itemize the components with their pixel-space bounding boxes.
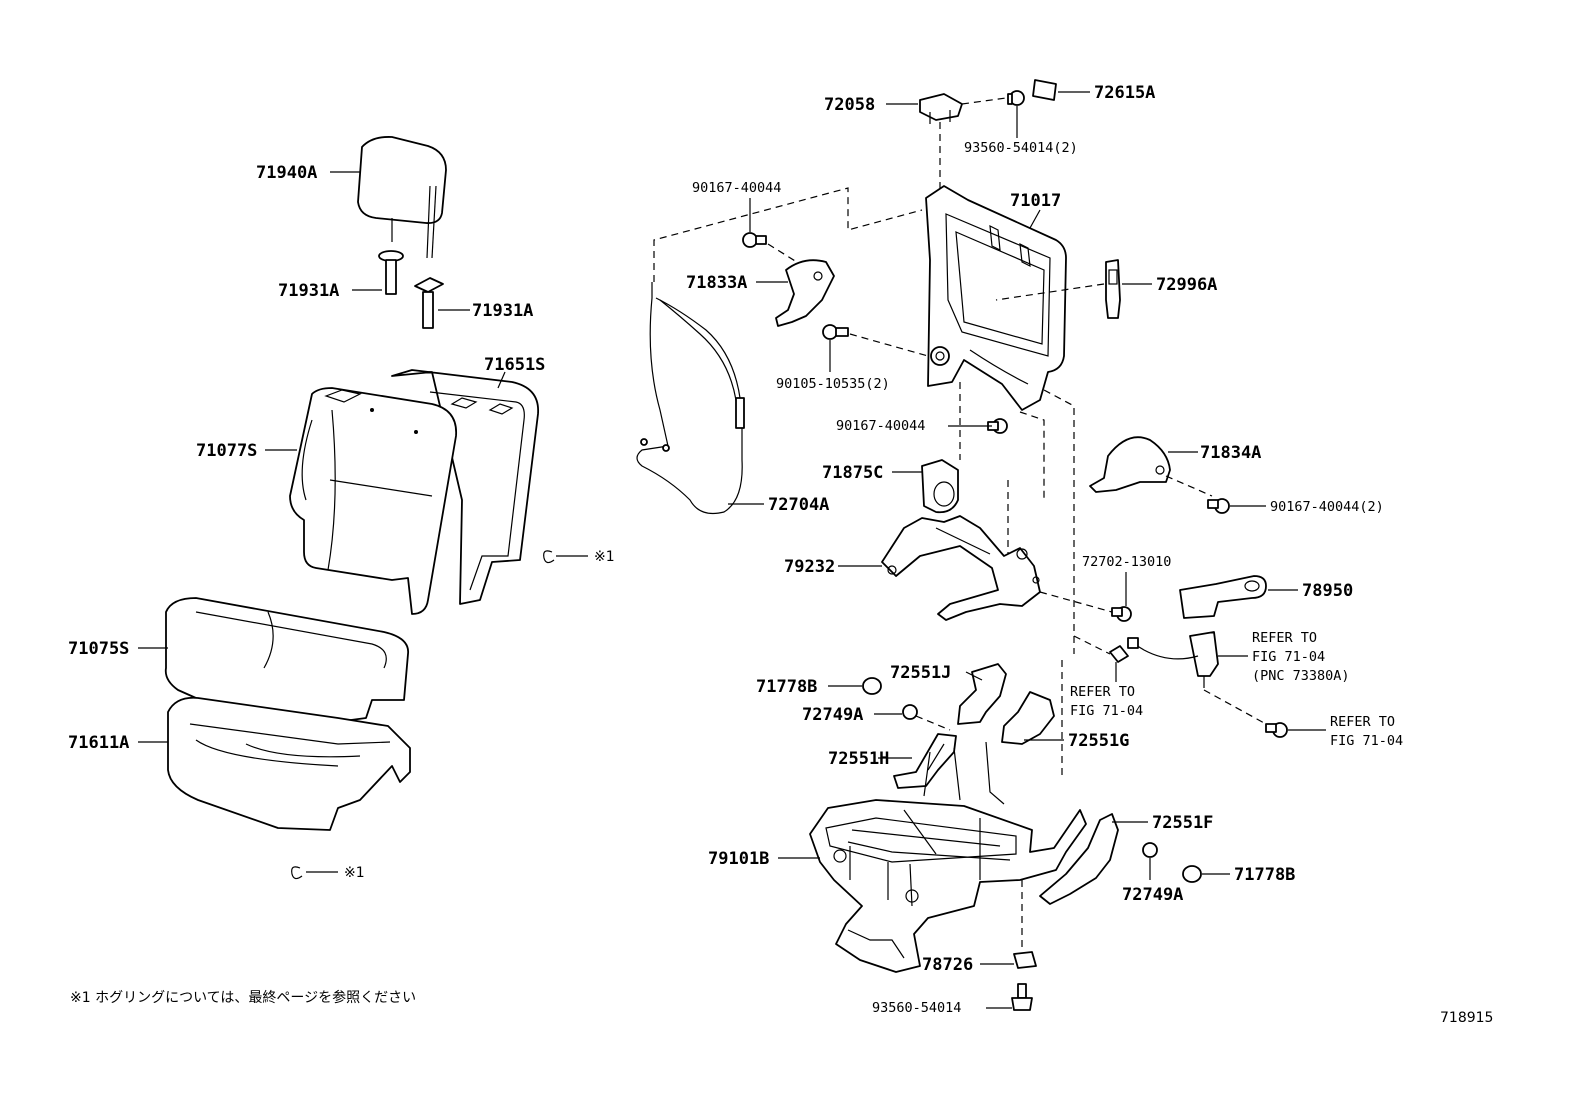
hinge-cover-71875c bbox=[921, 459, 959, 514]
label-72704a: 72704A bbox=[768, 495, 829, 515]
label-71834a: 71834A bbox=[1200, 443, 1261, 463]
screw-90167-40044-b bbox=[987, 418, 1008, 434]
release-cable-72704a bbox=[636, 282, 745, 515]
label-71833a: 71833A bbox=[686, 273, 747, 293]
leader-71017 bbox=[1029, 209, 1041, 229]
strap-78950 bbox=[1179, 575, 1267, 619]
nut-72749a-right bbox=[1142, 842, 1158, 858]
label-72551j: 72551J bbox=[890, 663, 951, 683]
label-79101b: 79101B bbox=[708, 849, 769, 869]
label-90167-40044-2: 90167-40044(2) bbox=[1270, 499, 1384, 515]
hog-ring-mark-2 bbox=[291, 866, 338, 880]
label-72996a: 72996A bbox=[1156, 275, 1217, 295]
label-72702-13010: 72702-13010 bbox=[1082, 554, 1171, 570]
cover-71834a bbox=[1089, 436, 1171, 493]
refer-note-2: REFER TO FIG 71-04 bbox=[1070, 684, 1143, 719]
label-71017: 71017 bbox=[1010, 191, 1061, 211]
seat-belt-buckle bbox=[1127, 631, 1219, 688]
label-71075s: 71075S bbox=[68, 639, 129, 659]
shield-72551j bbox=[957, 663, 1007, 725]
recliner-bracket-79232 bbox=[881, 515, 1041, 621]
latch-72996a bbox=[1105, 259, 1121, 319]
label-72551f: 72551F bbox=[1152, 813, 1213, 833]
label-71611a: 71611A bbox=[68, 733, 129, 753]
bolt-72702-13010 bbox=[1111, 606, 1132, 622]
hog-ring-mark-1 bbox=[543, 550, 588, 564]
seat-cushion-pad-71611a bbox=[167, 696, 411, 831]
refer-note-3: REFER TO FIG 71-04 bbox=[1330, 714, 1403, 749]
seat-cushion-cover-71075s bbox=[164, 597, 409, 731]
bolt-93560-54014-2 bbox=[1007, 90, 1025, 106]
bolt-93560-54014 bbox=[1011, 983, 1033, 1011]
label-72749a-2: 72749A bbox=[1122, 885, 1183, 905]
washer bbox=[1109, 645, 1129, 663]
label-71077s: 71077S bbox=[196, 441, 257, 461]
footnote: ※1 ホグリングについては、最終ページを参照ください bbox=[70, 989, 416, 1006]
refer-note-3-line-1: REFER TO bbox=[1330, 714, 1395, 730]
label-72551h: 72551H bbox=[828, 749, 889, 769]
shield-72551h bbox=[893, 733, 957, 789]
headrest-support-71931a-left bbox=[378, 250, 404, 295]
seatback-frame-71651s bbox=[391, 369, 539, 605]
label-71875c: 71875C bbox=[822, 463, 883, 483]
clip-78726 bbox=[1013, 951, 1037, 969]
figure-number: 718915 bbox=[1440, 1010, 1493, 1026]
label-71778b-2: 71778B bbox=[1234, 865, 1295, 885]
label-78950: 78950 bbox=[1302, 581, 1353, 601]
label-mark1-b: ※1 bbox=[344, 865, 365, 881]
cap-71778b-left bbox=[862, 677, 882, 695]
refer-note-1-line-3: (PNC 73380A) bbox=[1252, 668, 1350, 684]
label-71778b-1: 71778B bbox=[756, 677, 817, 697]
headrest-support-71931a-right bbox=[414, 277, 444, 329]
label-72615a: 72615A bbox=[1094, 83, 1155, 103]
label-90105-10535-2: 90105-10535(2) bbox=[776, 376, 890, 392]
refer-note-2-line-2: FIG 71-04 bbox=[1070, 703, 1143, 719]
bolt-90105-10535-2 bbox=[822, 324, 849, 340]
refer-note-2-line-1: REFER TO bbox=[1070, 684, 1135, 700]
seatback-cover-71077s bbox=[289, 387, 457, 615]
label-93560-54014: 93560-54014 bbox=[872, 1000, 961, 1016]
buckle-bolt bbox=[1265, 722, 1288, 738]
label-71931a-2: 71931A bbox=[472, 301, 533, 321]
label-78726: 78726 bbox=[922, 955, 973, 975]
refer-note-1: REFER TO FIG 71-04 (PNC 73380A) bbox=[1252, 630, 1350, 684]
refer-note-1-line-1: REFER TO bbox=[1252, 630, 1317, 646]
label-mark1-a: ※1 bbox=[594, 549, 615, 565]
nut-72749a-left bbox=[902, 704, 918, 720]
label-72749a-1: 72749A bbox=[802, 705, 863, 725]
refer-note-3-line-2: FIG 71-04 bbox=[1330, 733, 1403, 749]
leader-71651s bbox=[497, 371, 506, 389]
label-71940a: 71940A bbox=[256, 163, 317, 183]
label-71931a-1: 71931A bbox=[278, 281, 339, 301]
label-71651s: 71651S bbox=[484, 355, 545, 375]
cover-71833a bbox=[775, 259, 835, 327]
headrest-71940a bbox=[357, 136, 447, 259]
cap-71778b-right bbox=[1182, 865, 1202, 883]
label-93560-54014-2: 93560-54014(2) bbox=[964, 140, 1078, 156]
label-72551g: 72551G bbox=[1068, 731, 1129, 751]
label-plate-72615a bbox=[1032, 79, 1057, 101]
shield-72551f bbox=[1039, 813, 1119, 905]
seatback-frame-71017 bbox=[925, 185, 1067, 411]
screw-90167-40044-2 bbox=[1207, 498, 1230, 514]
label-79232: 79232 bbox=[784, 557, 835, 577]
hinge-cover-72058 bbox=[919, 93, 963, 124]
seat-cushion-frame-79101b bbox=[809, 741, 1087, 973]
label-72058: 72058 bbox=[824, 95, 875, 115]
screw-90167-40044-a bbox=[742, 232, 767, 248]
refer-note-1-line-2: FIG 71-04 bbox=[1252, 649, 1325, 665]
label-90167-40044-a: 90167-40044 bbox=[692, 180, 781, 196]
leader-72551j bbox=[965, 671, 983, 681]
shield-72551g bbox=[1001, 691, 1055, 745]
label-90167-40044-b: 90167-40044 bbox=[836, 418, 925, 434]
